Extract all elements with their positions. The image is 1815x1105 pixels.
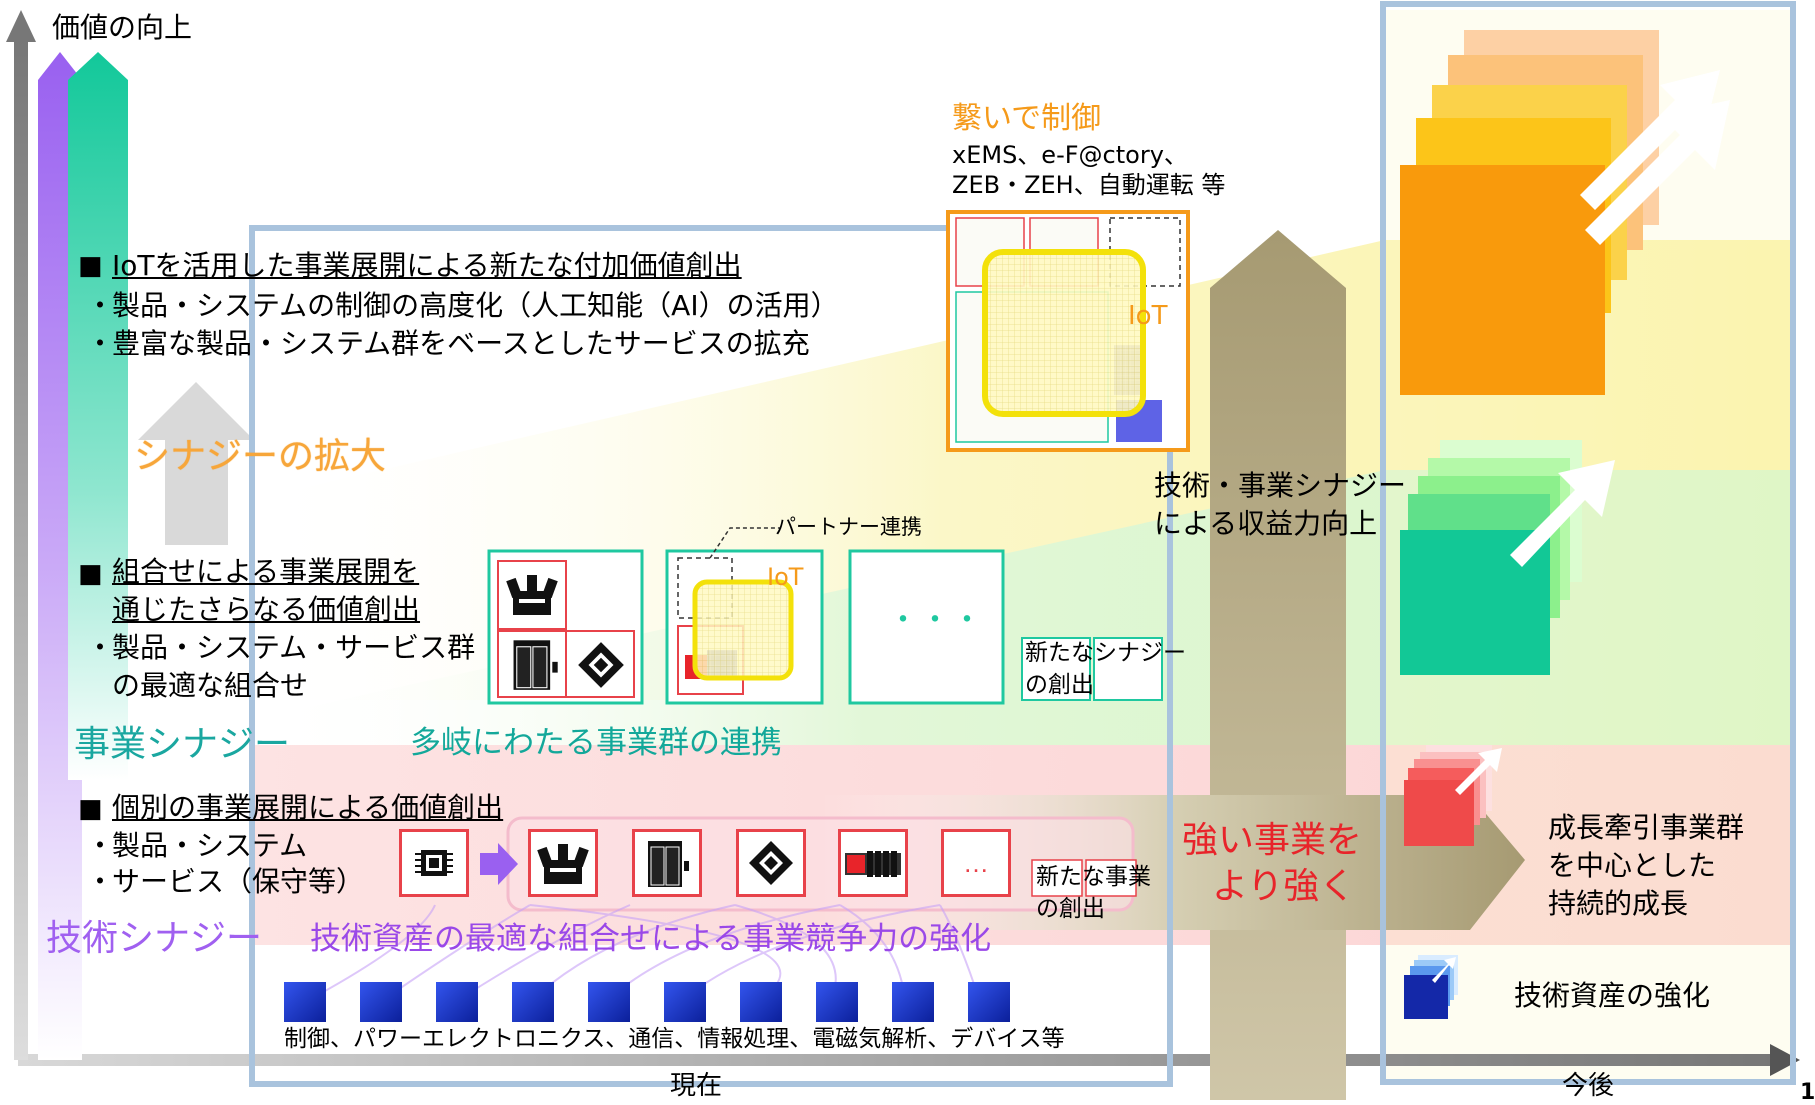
level3-dot-2: ・ — [86, 327, 115, 360]
strong-line1: 強い事業を — [1182, 820, 1363, 861]
future-orange-stack — [1400, 30, 1720, 395]
aircon-icon — [574, 638, 628, 692]
green-growth-arrow — [1510, 460, 1615, 567]
purple-right-arrow — [480, 843, 518, 885]
tech-asset-block — [360, 982, 402, 1022]
combo-ellipsis: ・・・ — [888, 603, 984, 638]
tech-asset-block — [816, 982, 858, 1022]
tech-asset-block — [740, 982, 782, 1022]
tech-synergy-label: 技術シナジー — [46, 918, 263, 959]
growth-line3: 持続的成長 — [1548, 887, 1689, 920]
level2-bullet1-line2: の最適な組合せ — [112, 669, 309, 702]
level2-heading-line1: 組合せによる事業展開を — [112, 555, 420, 588]
chip-icon — [399, 829, 469, 897]
level2-bullet: ■ — [78, 559, 103, 589]
tech-asset-block — [968, 982, 1010, 1022]
tall-arrow-line2: による収益力向上 — [1154, 507, 1378, 540]
future-blue-stack — [1404, 955, 1458, 1019]
y-axis-arrowhead — [6, 10, 36, 42]
current-frame — [249, 225, 1173, 1087]
strong-line2: より強く — [1212, 866, 1356, 907]
page-number: 1 — [1800, 1080, 1815, 1105]
red-growth-arrow — [1455, 748, 1502, 795]
biz-synergy-label: 事業シナジー — [74, 724, 291, 765]
level1-dot-2: ・ — [86, 865, 115, 898]
level2-heading-line2: 通じたさらなる価値創出 — [112, 593, 421, 626]
orange-growth-arrow — [1585, 100, 1730, 245]
plc-icon — [838, 829, 908, 897]
iot-frame-small — [692, 579, 794, 681]
level3-bullet: ■ — [78, 251, 103, 281]
control-iot-label: IoT — [1128, 301, 1168, 331]
biz-link-label: 多岐にわたる事業群の連携 — [410, 725, 782, 761]
tall-olive-arrow — [1210, 230, 1346, 1100]
level1-bullet1: 製品・システム — [112, 829, 308, 862]
elevator-icon — [506, 636, 562, 692]
elevator-icon — [632, 829, 702, 897]
tech-asset-block — [664, 982, 706, 1022]
level2-bullet1-line1: 製品・システム・サービス群 — [112, 631, 476, 664]
partner-iot-label: IoT — [767, 563, 804, 591]
growth-line1: 成長牽引事業群 — [1548, 811, 1745, 844]
new-synergy-line1: 新たなシナジー — [1025, 640, 1186, 666]
y-axis-label: 価値の向上 — [52, 11, 193, 44]
level1-bullet2: サービス（保守等） — [112, 865, 365, 898]
control-line2: ZEB・ZEH、自動運転 等 — [952, 171, 1226, 199]
y-axis — [14, 40, 28, 1060]
transformer-icon — [505, 565, 559, 623]
level1-heading: 個別の事業展開による価値創出 — [112, 791, 504, 824]
new-business-line1: 新たな事業 — [1036, 864, 1151, 890]
synergy-expansion-arrow — [138, 382, 254, 545]
growth-line2: を中心とした — [1548, 849, 1717, 882]
new-business-line2: の創出 — [1036, 896, 1105, 922]
level3-bullet2: 豊富な製品・システム群をベースとしたサービスの拡充 — [112, 327, 810, 360]
level1-dot-1: ・ — [86, 829, 115, 862]
x-axis — [18, 1054, 1773, 1066]
x-axis-future-label: 今後 — [1562, 1071, 1615, 1101]
more-products-box: … — [941, 829, 1011, 897]
x-axis-now-label: 現在 — [670, 1071, 723, 1101]
tech-asset-block — [512, 982, 554, 1022]
x-axis-arrowhead — [1770, 1044, 1800, 1076]
level2-dot: ・ — [86, 631, 115, 664]
level3-heading: IoTを活用した事業展開による新たな付加価値創出 — [112, 249, 742, 282]
level3-dot-1: ・ — [86, 289, 115, 322]
combo-box-ellipsis — [848, 549, 1005, 705]
control-line1: xEMS、e-F@ctory、 — [952, 141, 1188, 169]
tech-strength-label: 技術資産の強化 — [1514, 979, 1711, 1012]
tech-asset-block — [284, 982, 326, 1022]
more-products-ellipsis: … — [963, 847, 989, 878]
level1-bullet: ■ — [78, 794, 103, 824]
future-red-stack — [1404, 745, 1492, 846]
tech-asset-block — [892, 982, 934, 1022]
control-title: 繋いで制御 — [952, 101, 1102, 136]
synergy-expansion-label: シナジーの拡大 — [134, 436, 386, 477]
level3-bullet1: 製品・システムの制御の高度化（人工知能（AI）の活用） — [112, 289, 839, 322]
tall-arrow-line1: 技術・事業シナジー — [1154, 469, 1407, 502]
partner-label: パートナー連携 — [775, 515, 922, 539]
tech-asset-block — [436, 982, 478, 1022]
blue-growth-arrow — [1432, 957, 1456, 983]
tech-combo-label: 技術資産の最適な組合せによる事業競争力の強化 — [310, 921, 992, 957]
new-synergy-line2: の創出 — [1025, 672, 1094, 698]
teal-arrow — [68, 52, 128, 780]
tech-list: 制御、パワーエレクトロニクス、通信、情報処理、電磁気解析、デバイス等 — [284, 1026, 1065, 1052]
transformer-icon — [528, 829, 598, 897]
aircon-icon — [736, 829, 806, 897]
iot-frame-large — [982, 249, 1146, 417]
future-frame — [1380, 1, 1796, 1085]
tech-asset-block — [588, 982, 630, 1022]
synergy-expansion-text: シナジーの拡大 — [134, 436, 387, 477]
